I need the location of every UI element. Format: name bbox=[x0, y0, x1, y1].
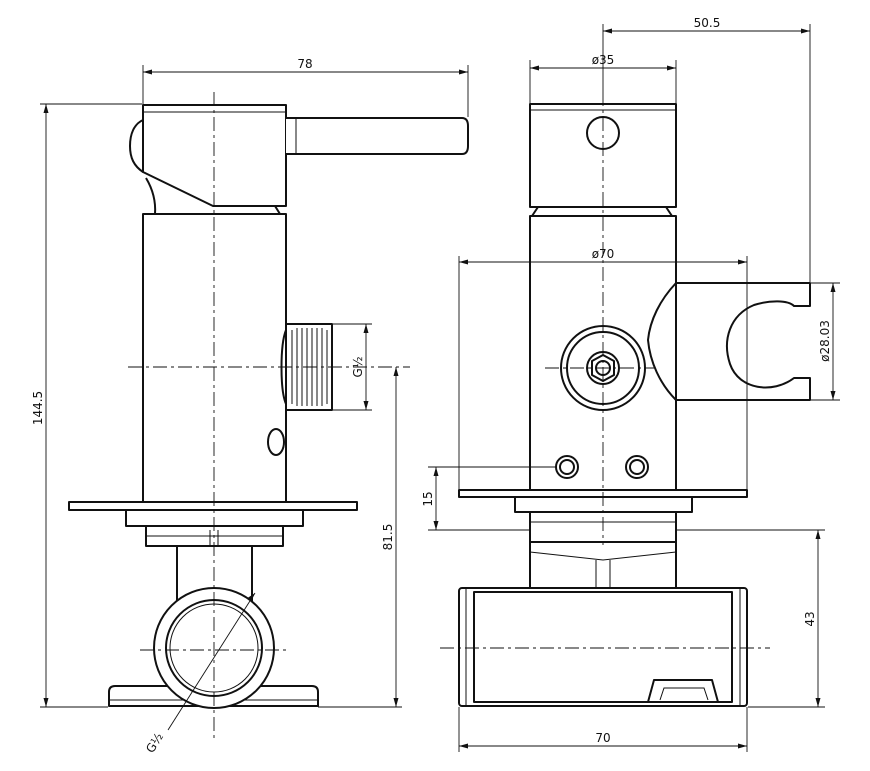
front-view bbox=[440, 92, 811, 707]
mounting-tab bbox=[647, 679, 719, 703]
front-view-dimensions: 50.5 ø35 ø70 ø28.03 15 43 bbox=[421, 16, 840, 752]
dim-height-lower: 81.5 bbox=[381, 524, 395, 551]
body-hole bbox=[267, 428, 285, 456]
valve-body bbox=[142, 213, 287, 503]
dim-dia-handle: ø35 bbox=[592, 53, 615, 67]
dim-width-body: 70 bbox=[595, 731, 610, 745]
dim-dia-holder: ø28.03 bbox=[818, 320, 832, 362]
dim-offset-holder: 50.5 bbox=[694, 16, 721, 30]
side-view-dimensions: 78 144.5 G½ 81.5 G½ bbox=[31, 57, 469, 755]
shower-holder bbox=[675, 282, 811, 401]
handle-knob bbox=[129, 119, 144, 173]
wall-plate bbox=[68, 501, 358, 511]
dim-height-total: 144.5 bbox=[31, 391, 45, 425]
handle-lever bbox=[286, 117, 469, 155]
dim-thread-outlet: G½ bbox=[351, 357, 365, 378]
dim-thread-inlet: G½ bbox=[143, 730, 166, 755]
side-view bbox=[68, 92, 469, 740]
dim-dia-plate: ø70 bbox=[592, 247, 615, 261]
handle-head bbox=[142, 104, 287, 207]
dim-height-body: 43 bbox=[803, 611, 817, 626]
dim-gap-15: 15 bbox=[421, 491, 435, 506]
dim-width-side: 78 bbox=[297, 57, 312, 71]
